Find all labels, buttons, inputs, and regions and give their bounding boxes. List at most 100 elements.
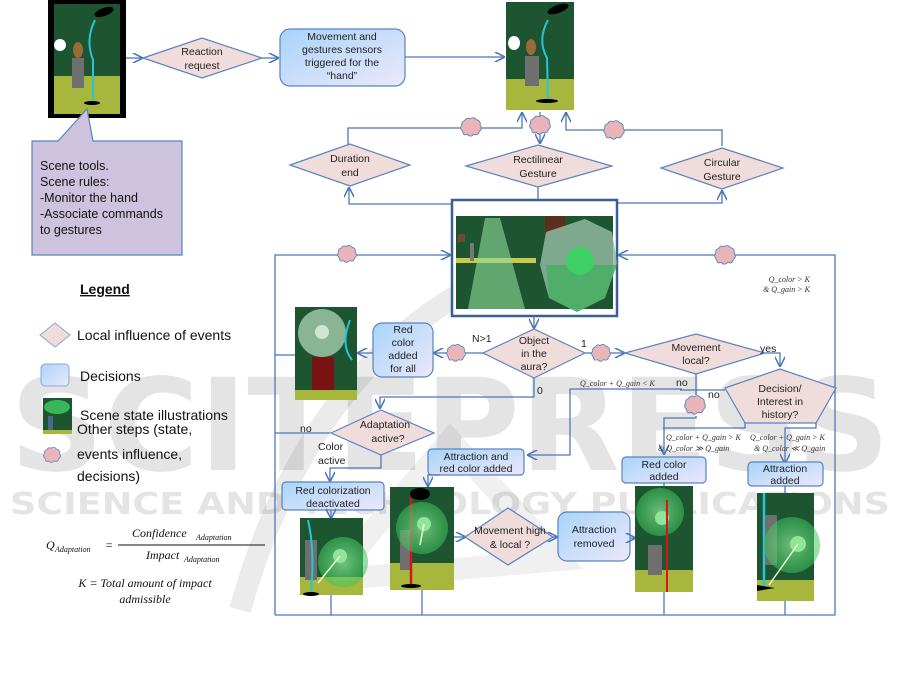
edge — [275, 440, 836, 616]
node-label: Duration — [330, 153, 370, 165]
formula-text: K = Total amount of impact — [77, 576, 212, 590]
blob-icon — [684, 395, 706, 415]
blob-icon — [460, 117, 482, 137]
node-label: active? — [371, 433, 404, 445]
blob-icon — [591, 343, 611, 362]
node-label: Reaction — [181, 46, 223, 58]
condition-label: & Q_color ≫ Q_gain — [658, 444, 729, 453]
node-label: aura? — [521, 361, 548, 373]
node-label: Red — [393, 324, 412, 336]
edge-label: no — [676, 377, 688, 389]
callout-line: Scene rules: — [40, 175, 109, 189]
node-attraction-red-added: Attraction and red color added — [427, 448, 525, 476]
watermark-main: SCITEPRESS — [10, 352, 890, 501]
callout-line: -Associate commands — [40, 207, 163, 221]
edge-label: N>1 — [472, 333, 492, 345]
node-label: & local ? — [490, 539, 530, 551]
edge — [330, 455, 382, 481]
formula-q-adaptation: Q Adaptation = Confidence Adaptation Imp… — [46, 526, 265, 564]
edge — [765, 352, 780, 366]
legend-title: Legend — [80, 281, 130, 297]
formula-k-definition: K = Total amount of impact admissible — [77, 576, 212, 606]
scene-aura-view — [450, 198, 619, 318]
node-label: end — [341, 167, 359, 179]
node-red-color-added: Red color added — [621, 456, 707, 484]
node-attraction-removed: Attraction removed — [557, 511, 631, 562]
node-label: color — [392, 337, 415, 349]
node-circular-gesture: Circular Gesture — [659, 147, 785, 190]
scene-thumbnail-icon — [43, 398, 72, 434]
scene-red-all — [295, 307, 357, 400]
node-label: added — [388, 350, 417, 362]
node-label: removed — [574, 538, 615, 550]
scene-red-attraction — [390, 487, 454, 590]
formula-text: admissible — [119, 592, 171, 606]
formula-text: Q — [46, 538, 55, 552]
edge-label: active — [318, 455, 346, 467]
node-duration-end: Duration end — [288, 143, 412, 187]
condition-label: & Q_gain > K — [763, 285, 811, 294]
edge — [663, 423, 746, 429]
node-label: request — [184, 60, 219, 72]
node-label: Circular — [704, 157, 741, 169]
legend-label: decisions) — [77, 468, 140, 484]
blob-icon — [714, 245, 736, 265]
callout-line: Scene tools. — [40, 159, 109, 173]
edge — [566, 113, 723, 146]
condition-label: Q_color + Q_gain > K — [666, 433, 741, 442]
callout-line: to gestures — [40, 223, 102, 237]
node-label: Interest in — [757, 396, 803, 408]
node-label: triggered for the — [305, 57, 379, 69]
condition-label: Q_color + Q_gain < K — [580, 379, 655, 388]
callout-line: -Monitor the hand — [40, 191, 138, 205]
node-label: Gesture — [519, 168, 557, 180]
node-reaction-request: Reaction request — [141, 37, 264, 79]
node-label: gestures sensors — [302, 44, 382, 56]
edge — [428, 474, 440, 486]
node-label: Red colorization — [295, 485, 370, 497]
edge — [274, 255, 450, 615]
node-label: Attraction — [572, 524, 617, 536]
edge-label: yes — [760, 343, 776, 355]
node-rectilinear-gesture: Rectilinear Gesture — [463, 144, 615, 188]
blob-icon — [529, 115, 551, 135]
node-label: Decision/ — [758, 383, 801, 395]
scene-initial — [48, 0, 126, 118]
edge-label: 1 — [581, 338, 587, 350]
node-label: Object — [519, 335, 549, 347]
node-red-color-all: Red color added for all — [372, 322, 434, 378]
node-label: local? — [682, 355, 710, 367]
node-label: “hand” — [327, 70, 358, 82]
node-label: added — [770, 475, 799, 487]
node-label: history? — [762, 409, 799, 421]
node-label: in the — [521, 348, 547, 360]
node-label: Attraction — [763, 463, 808, 475]
edge — [347, 113, 522, 150]
scene-attraction-only — [757, 493, 820, 601]
blob-icon — [603, 120, 625, 140]
formula-text: Adaptation — [183, 555, 220, 564]
node-label: Rectilinear — [513, 154, 563, 166]
formula-text: Adaptation — [54, 545, 91, 554]
edge — [528, 388, 682, 455]
node-label: Attraction and — [444, 451, 509, 463]
legend-label: Other steps (state, — [77, 421, 192, 437]
node-label: Red color — [642, 459, 687, 471]
node-movement-local: Movement local? — [622, 333, 768, 375]
edge-label: no — [300, 423, 312, 435]
node-label: red color added — [440, 463, 513, 475]
blob-icon — [337, 244, 357, 263]
edge-label: 0 — [537, 385, 543, 397]
condition-label: Q_color > K — [769, 275, 811, 284]
edge-label: Color — [318, 441, 344, 453]
node-label: added — [649, 471, 678, 483]
formula-text: Confidence — [132, 526, 187, 540]
legend-label: Decisions — [80, 368, 141, 384]
formula-text: Impact — [145, 548, 180, 562]
edge-label: no — [708, 389, 720, 401]
scene-rules-callout: Scene tools. Scene rules: -Monitor the h… — [31, 107, 183, 256]
legend-label: events influence, — [77, 446, 182, 462]
edge — [664, 416, 697, 454]
scene-colorization-off — [300, 518, 368, 596]
